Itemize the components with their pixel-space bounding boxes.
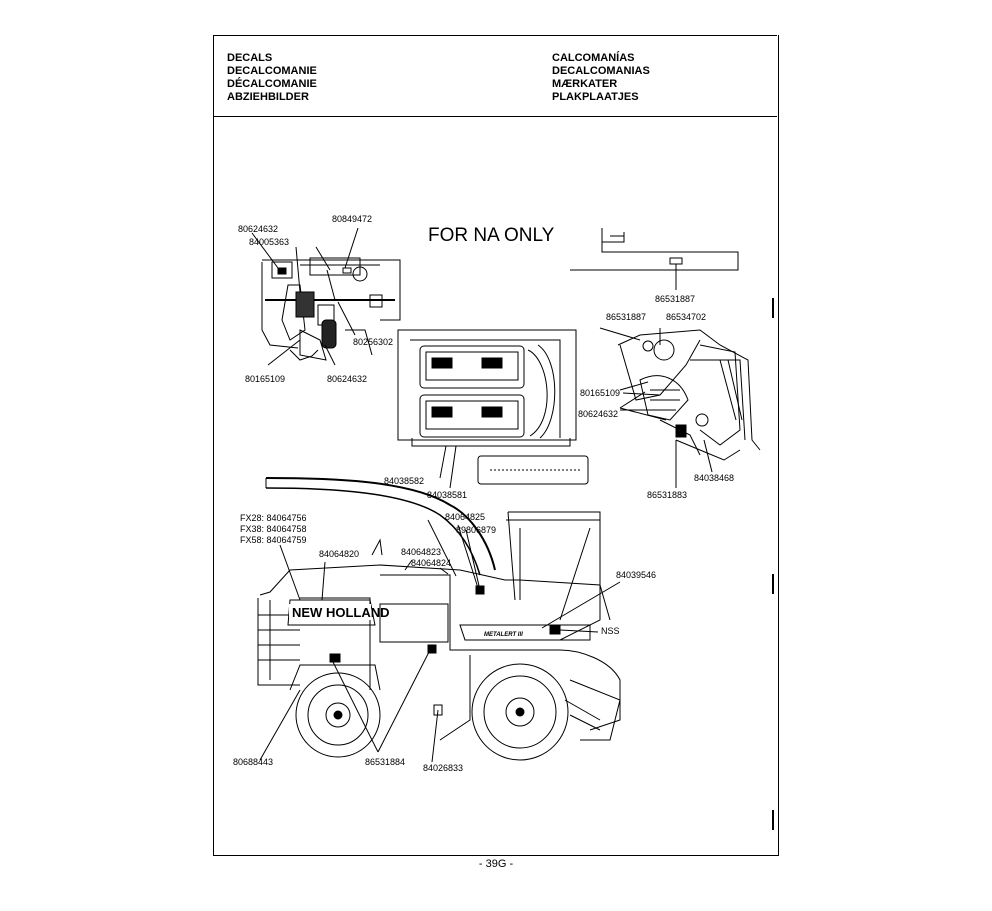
part-label: 84064820 (319, 549, 359, 559)
parts-drawing: FOR NA ONLY NEW HOLLAND METALERT III 806… (214, 116, 776, 854)
title-da: MÆRKATER (552, 78, 618, 90)
for-na-only-banner: FOR NA ONLY (428, 225, 555, 246)
part-label: 84038581 (427, 490, 467, 500)
hitch-assembly (261, 227, 401, 366)
page-number: - 39G - (478, 858, 514, 870)
header-right-titles: CALCOMANÍAS DECALCOMANIAS MÆRKATER PLAKP… (552, 52, 650, 104)
part-label: 80688443 (233, 757, 273, 767)
side-panel (570, 228, 739, 290)
margin-tick (772, 298, 774, 318)
part-label: 86531887 (606, 312, 646, 322)
part-label: 84064825 (445, 512, 485, 522)
header-closeup (617, 329, 761, 488)
part-label: 84039546 (616, 570, 656, 580)
part-label: 80165109 (580, 388, 620, 398)
part-label: 86531887 (655, 294, 695, 304)
part-label: 80165109 (245, 374, 285, 384)
margin-tick (772, 810, 774, 830)
part-label: 80624632 (578, 409, 618, 419)
control-box (397, 329, 589, 489)
decal-illustration: FOR NA ONLY NEW HOLLAND METALERT III 806… (233, 214, 761, 773)
page-frame (213, 35, 779, 856)
part-label: 84064824 (411, 558, 451, 568)
margin-tick (772, 574, 774, 594)
title-nl: PLAKPLAATJES (552, 91, 639, 103)
header-left-titles: DECALS DECALCOMANIE DÉCALCOMANIE ABZIEHB… (227, 52, 317, 104)
part-label: 80624632 (238, 224, 278, 234)
title-de: ABZIEHBILDER (227, 91, 309, 103)
part-label: 86531884 (365, 757, 405, 767)
part-label: 89806879 (456, 525, 496, 535)
part-label: FX58: 84064759 (240, 535, 307, 545)
part-label: 86531883 (647, 490, 687, 500)
part-label: 80624632 (327, 374, 367, 384)
part-label: 84064823 (401, 547, 441, 557)
brand-decal: NEW HOLLAND (292, 605, 390, 620)
title-en: DECALS (227, 52, 273, 64)
part-label: 84026833 (423, 763, 463, 773)
title-pt: DECALCOMANIAS (552, 65, 650, 77)
forage-harvester (257, 477, 621, 763)
part-label: FX38: 84064758 (240, 524, 307, 534)
part-label: 80849472 (332, 214, 372, 224)
part-label: 84038468 (694, 473, 734, 483)
model-decal: METALERT III (484, 632, 523, 638)
title-fr: DÉCALCOMANIE (227, 78, 317, 90)
part-label: NSS (601, 626, 620, 636)
part-label: 84005363 (249, 237, 289, 247)
title-it: DECALCOMANIE (227, 65, 317, 77)
part-label: 80256302 (353, 337, 393, 347)
title-es: CALCOMANÍAS (552, 52, 635, 64)
part-label: 86534702 (666, 312, 706, 322)
part-label: 84038582 (384, 476, 424, 486)
header-box: DECALS DECALCOMANIE DÉCALCOMANIE ABZIEHB… (213, 35, 777, 117)
part-label: FX28: 84064756 (240, 513, 307, 523)
